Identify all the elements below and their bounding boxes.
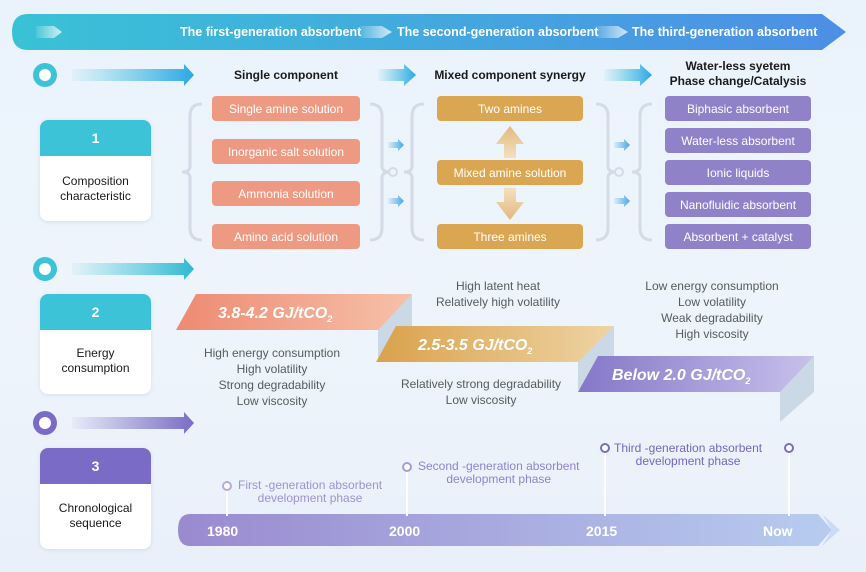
bullet-icon: [33, 411, 57, 435]
small-arrow-icon: [614, 195, 630, 207]
generation-2-label: The second-generation absorbent: [397, 25, 599, 39]
pill-single-amine: Single amine solution: [212, 96, 360, 121]
small-arrow-icon: [388, 195, 404, 207]
section-title-single: Single component: [233, 68, 338, 82]
pill-water-less: Water-less absorbent: [665, 128, 811, 153]
up-arrow-icon: [496, 126, 524, 158]
card-label: Energy consumption: [61, 346, 130, 375]
pill-mixed-amine: Mixed amine solution: [437, 160, 583, 185]
timeline-pin: [402, 462, 412, 516]
pill-biphasic: Biphasic absorbent: [665, 96, 811, 121]
generation-banner: [12, 14, 846, 50]
energy-band-2: [376, 326, 614, 362]
pill-ammonia: Ammonia solution: [212, 181, 360, 206]
card-label: Composition characteristic: [60, 174, 131, 203]
pill-nanofluidic: Nanofluidic absorbent: [665, 192, 811, 217]
timeline-bar: [178, 514, 832, 546]
energy-band-3: [578, 356, 814, 392]
small-arrow-icon: [388, 139, 404, 151]
pill-three-amines: Three amines: [437, 224, 583, 249]
energy-notes-2: Relatively strong degradability Low visc…: [400, 377, 562, 407]
small-arrow-icon: [614, 139, 630, 151]
bullet-icon: [33, 257, 57, 281]
energy-value-3: Below 2.0 GJ/tCO2: [612, 367, 751, 387]
year-2015: 2015: [586, 523, 618, 539]
pill-two-amines: Two amines: [437, 96, 583, 121]
year-2000: 2000: [389, 523, 421, 539]
timeline-pin: [784, 443, 794, 516]
pill-ionic-liquids: Ionic liquids: [665, 160, 811, 185]
timeline-pin: [222, 481, 232, 516]
pill-amino-acid: Amino acid solution: [212, 224, 360, 249]
down-arrow-icon: [496, 188, 524, 220]
row-arrow-icon: [72, 64, 194, 86]
year-1980: 1980: [207, 523, 239, 539]
pill-absorbent-catalyst: Absorbent + catalyst: [665, 224, 811, 249]
row-arrow-icon: [72, 412, 194, 434]
card-number: 1: [40, 120, 151, 156]
energy-band-1: [176, 294, 412, 330]
energy-value-2: 2.5-3.5 GJ/tCO2: [418, 337, 533, 357]
phase-label-3: Third -generation absorbent development …: [614, 441, 763, 468]
energy-notes-1: High energy consumption High volatility …: [203, 346, 341, 408]
card-chronological: 3 Chronological sequence: [40, 448, 151, 549]
section-arrow-icon: [604, 64, 652, 86]
timeline-pin: [600, 443, 610, 516]
generation-3-label: The third-generation absorbent: [632, 25, 818, 39]
brace-right-2: [595, 102, 617, 242]
bullet-icon: [33, 63, 57, 87]
banner-chevron-icon: [36, 26, 62, 38]
energy-notes-3: Low energy consumption Low volatility We…: [645, 279, 779, 341]
banner-chevron-icon: [360, 26, 392, 38]
brace-left-1: [181, 102, 203, 242]
card-number: 2: [40, 294, 151, 330]
brace-right-1: [369, 102, 391, 242]
year-now: Now: [763, 523, 793, 539]
section-arrow-icon: [378, 64, 416, 86]
card-energy: 2 Energy consumption: [40, 294, 151, 394]
pill-inorganic-salt: Inorganic salt solution: [212, 139, 360, 164]
energy-notes-2-top: High latent heat Relatively high volatil…: [435, 279, 561, 309]
brace-left-2: [403, 102, 425, 242]
generation-1-label: The first-generation absorbent: [180, 25, 362, 39]
banner-chevron-icon: [596, 26, 628, 38]
brace-left-3: [631, 102, 653, 242]
card-composition: 1 Composition characteristic: [40, 120, 151, 221]
row-arrow-icon: [72, 258, 194, 280]
section-title-mixed: Mixed component synergy: [434, 68, 586, 82]
card-label: Chronological sequence: [58, 501, 133, 530]
card-number: 3: [40, 448, 151, 484]
energy-value-1: 3.8-4.2 GJ/tCO2: [218, 305, 333, 325]
section-title-waterless: Water-less syetem Phase change/Catalysis: [669, 59, 807, 88]
phase-label-1: First -generation absorbent development …: [238, 478, 383, 505]
phase-label-2: Second -generation absorbent development…: [418, 459, 580, 486]
